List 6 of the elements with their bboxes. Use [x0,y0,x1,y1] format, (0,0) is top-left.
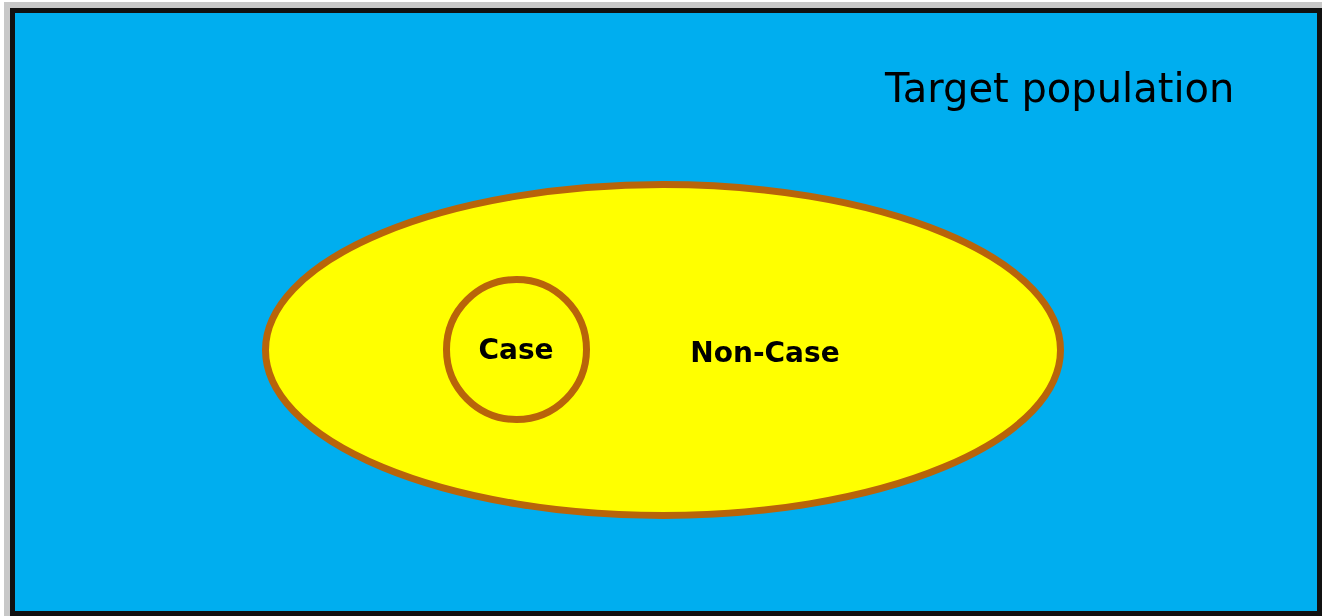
circle-label: Case [478,332,554,366]
subgroup-circle [443,276,590,423]
ellipse-label: Non-Case [690,335,840,369]
panel-title: Target population [885,65,1235,111]
group-ellipse [262,181,1064,519]
population-panel [10,8,1322,616]
